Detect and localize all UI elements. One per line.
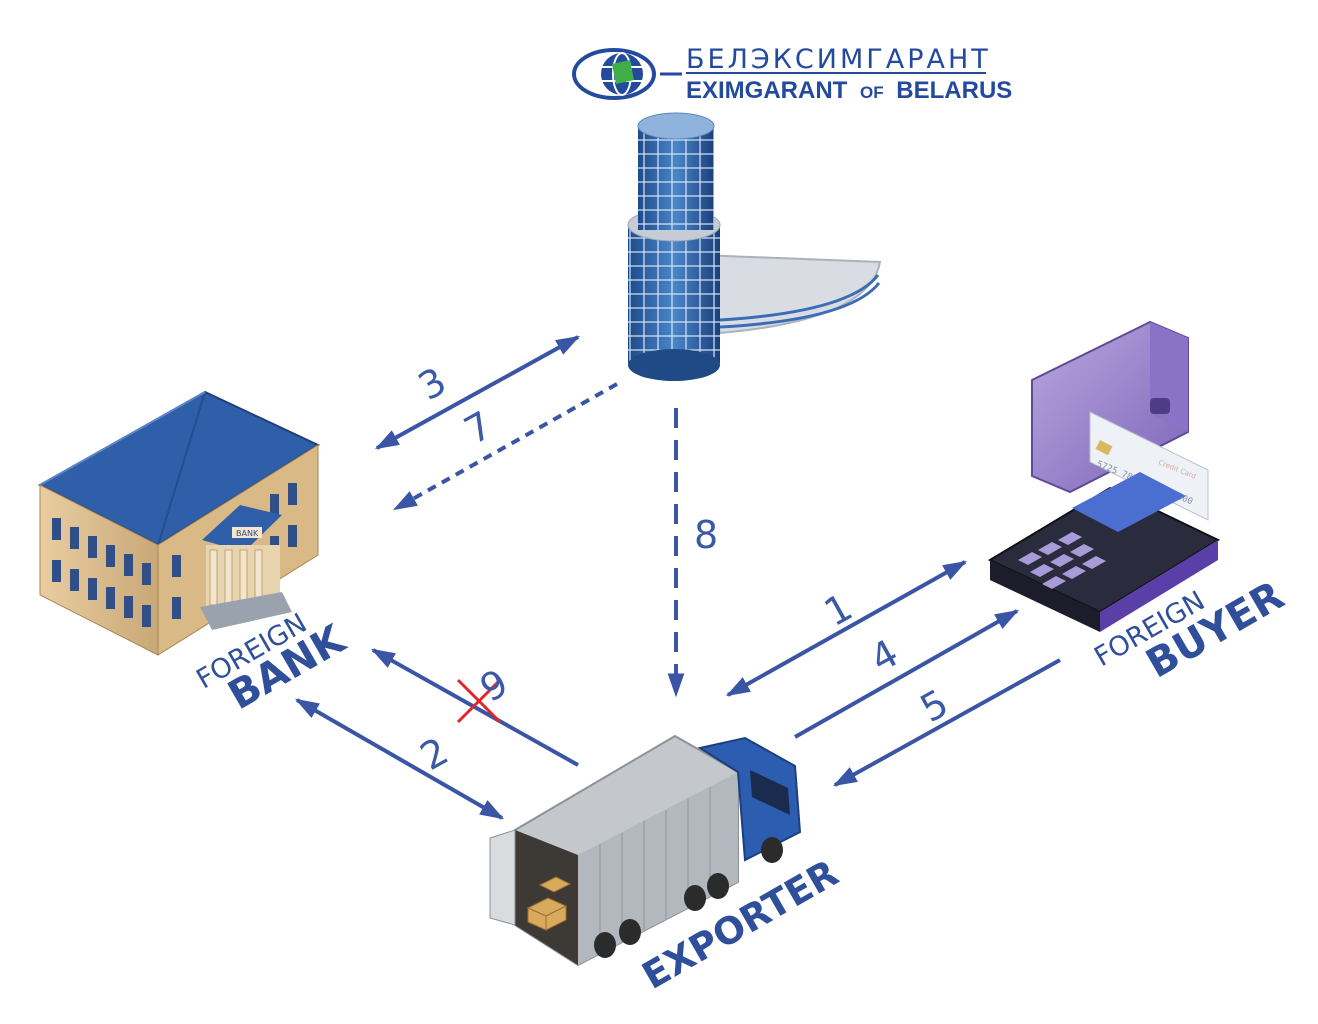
truck-wheel (594, 932, 616, 958)
eximgarant-tower (627, 112, 882, 381)
book-icon (612, 60, 634, 84)
flow-arrows (294, 335, 1061, 820)
truck-wheel (761, 837, 783, 863)
truck-cab (697, 736, 802, 862)
arrow-7 (392, 382, 618, 511)
arrow-2 (294, 698, 505, 820)
bank-sign: BANK (236, 529, 259, 538)
foreign-buyer-illustration: 5725 7830 7777 6000 Credit Card (987, 320, 1221, 632)
truck-wheel (619, 919, 641, 945)
logo-name-ru: БЕЛЭКСИМГАРАНТ (686, 44, 991, 75)
logo-name-en-part1: EXIMGARANT (686, 77, 848, 104)
arrow-5 (832, 658, 1061, 787)
truck-wheel (684, 885, 706, 911)
truck-wheel (707, 873, 729, 899)
logo-name-en-part2: BELARUS (896, 77, 1012, 104)
step-number-1: 1 (817, 585, 859, 635)
foreign-bank-building: BANK (37, 390, 321, 656)
arrow-6 (370, 648, 579, 767)
step-number-7: 7 (457, 403, 499, 453)
arrow-4 (794, 609, 1020, 739)
eximgarant-logo: БЕЛЭКСИМГАРАНТ EXIMGARANT OF BELARUS (572, 44, 1012, 104)
cargo-boxes (526, 876, 572, 931)
cancel-cross-icon (456, 678, 502, 724)
step-number-8: 8 (694, 513, 718, 557)
step-number-3: 3 (411, 359, 453, 409)
logo-name-en: EXIMGARANT OF BELARUS (686, 77, 1012, 104)
arrow-1 (725, 560, 968, 697)
arrow-3 (374, 335, 581, 450)
step-number-4: 4 (863, 631, 905, 681)
logo-name-en-of: OF (860, 83, 884, 102)
logo-globe-outer-ring (572, 48, 656, 100)
exporter-truck (489, 734, 802, 967)
